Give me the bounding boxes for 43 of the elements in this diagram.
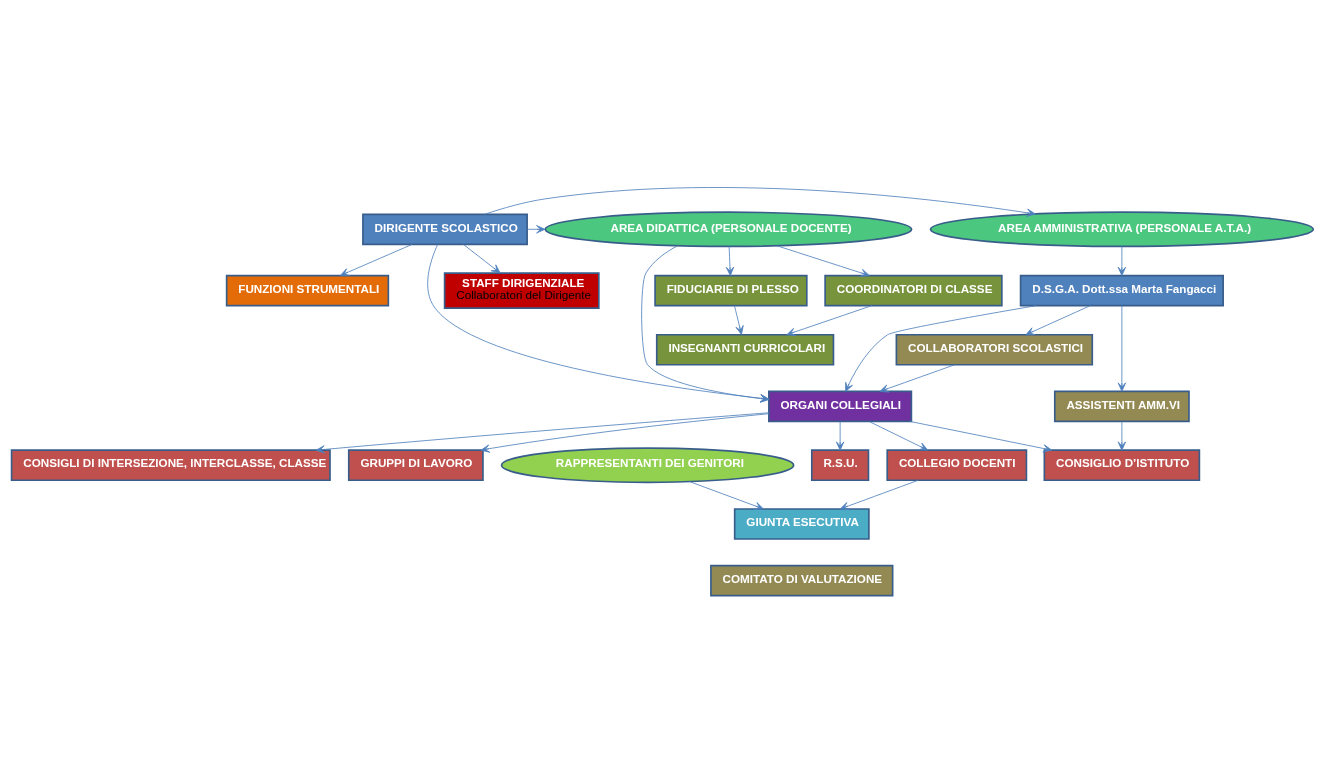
node-box: ASSISTENTI AMM.VI (1053, 390, 1190, 423)
node-box: D.S.G.A. Dott.ssa Marta Fangacci (1019, 274, 1224, 307)
arrow (835, 421, 845, 451)
arrow (776, 245, 870, 277)
arrow (1117, 421, 1127, 451)
node-box: INSEGNANTI CURRICOLARI (655, 333, 835, 366)
node-box: COLLABORATORI SCOLASTICI (895, 333, 1094, 366)
arrow (463, 244, 501, 274)
node-ellipse: AREA AMMINISTRATIVA (PERSONALE A.T.A.) (929, 211, 1315, 248)
arrow (340, 244, 413, 277)
arrow (484, 187, 1036, 217)
arrow (315, 412, 770, 454)
arrow (427, 243, 770, 403)
arrow (1117, 305, 1127, 392)
arrow (480, 413, 770, 453)
node-box: R.S.U. (810, 449, 870, 482)
node-box: COLLEGIO DOCENTI (886, 449, 1028, 482)
arrow (689, 481, 764, 510)
node-box: DIRIGENTE SCOLASTICO (362, 213, 528, 246)
arrow (641, 245, 770, 403)
node-box: ORGANI COLLEGIALI (768, 390, 913, 423)
node-ellipse: RAPPRESENTANTI DEI GENITORI (500, 447, 795, 484)
node-box: FIDUCIARIE DI PLESSO (654, 274, 808, 307)
arrow (1025, 305, 1091, 336)
arrow (868, 421, 929, 451)
node-box: CONSIGLI DI INTERSEZIONE, INTERCLASSE, CLASSE (10, 449, 331, 482)
arrow (786, 305, 873, 336)
node-box: GIUNTA ESECUTIVA (733, 508, 870, 540)
arrow (1117, 246, 1127, 276)
node-box: COORDINATORI DI CLASSE (824, 274, 1003, 307)
node-box: COMITATO DI VALUTAZIONE (710, 564, 894, 597)
node-box: STAFF DIRIGENZIALE Collaboratori del Dirigente (443, 272, 600, 309)
arrow (909, 421, 1053, 453)
arrow (526, 225, 546, 234)
node-ellipse: AREA DIDATTICA (PERSONALE DOCENTE) (544, 211, 913, 248)
arrow (845, 305, 1037, 392)
node-box: CONSIGLIO D’ISTITUTO (1043, 449, 1201, 482)
arrow (879, 364, 955, 393)
arrow (839, 479, 919, 511)
node-box: FUNZIONI STRUMENTALI (225, 274, 390, 307)
arrow (725, 246, 735, 276)
node-box: GRUPPI DI LAVORO (347, 449, 484, 482)
arrow (734, 305, 744, 335)
